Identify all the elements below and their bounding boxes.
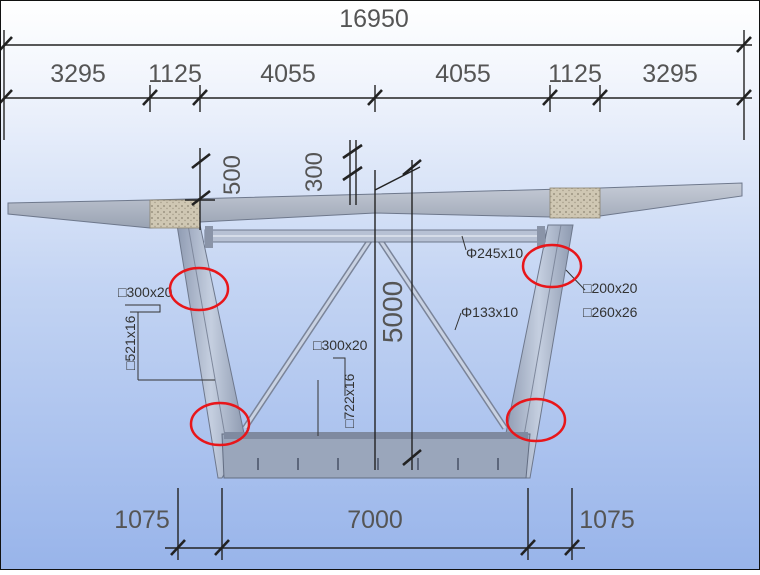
bottom-stiffeners xyxy=(257,458,499,470)
highlight-lower-right xyxy=(505,397,567,443)
label-bottom-flange: □300x20 xyxy=(313,337,368,353)
bottom-plate-top xyxy=(224,432,528,439)
tick-mark xyxy=(736,89,752,106)
top-dimension-chain xyxy=(0,85,752,112)
dim-top-4: 1125 xyxy=(548,60,602,88)
dim-top-1: 1125 xyxy=(148,60,202,88)
tick-mark xyxy=(367,89,383,106)
label-web-plate-left: □521x16 xyxy=(122,315,138,370)
dim-height: 5000 xyxy=(377,281,408,343)
tick-mark xyxy=(170,539,186,556)
bottom-flange-box xyxy=(221,433,531,479)
label-bottom-plate: □722x16 xyxy=(341,373,357,428)
highlight-upper-left xyxy=(168,266,230,312)
dim-overall-width: 16950 xyxy=(339,5,409,33)
dim-slab-thickness: 500 xyxy=(219,155,246,195)
highlight-circles xyxy=(168,243,583,447)
label-web-flange-left: □300x20 xyxy=(118,284,173,300)
dim-top-2: 4055 xyxy=(260,60,316,88)
highlight-upper-right xyxy=(521,243,583,289)
highlight-lower-left xyxy=(189,401,251,447)
dim-bottom-1: 7000 xyxy=(347,506,403,534)
left-web-edge xyxy=(187,224,232,471)
height-dimension xyxy=(402,159,422,470)
concrete-block-left xyxy=(149,199,201,229)
deck-thickness-dims xyxy=(185,140,421,470)
concrete-block-right xyxy=(549,187,601,219)
label-web-flange-right: □200x20 xyxy=(583,280,638,296)
tick-mark xyxy=(592,89,608,106)
tick-mark xyxy=(564,539,580,556)
dim-top-flange: 300 xyxy=(301,152,328,192)
dim-top-3: 4055 xyxy=(435,60,491,88)
dim-top-5: 3295 xyxy=(642,60,698,88)
dim-bottom-0: 1075 xyxy=(114,506,170,534)
tick-mark xyxy=(142,89,158,106)
label-strut-pipe: Φ245x10 xyxy=(466,245,523,261)
tick-mark xyxy=(542,89,558,106)
right-web-edge xyxy=(517,224,562,471)
dim-bottom-2: 1075 xyxy=(579,506,635,534)
label-diagonal-pipe: Φ133x10 xyxy=(461,304,518,320)
tick-mark xyxy=(214,539,230,556)
member-leaders xyxy=(125,235,586,436)
tick-mark xyxy=(736,36,752,53)
dim-top-0: 3295 xyxy=(50,60,106,88)
diagonal-bracing xyxy=(242,238,508,430)
bottom-dimension-chain xyxy=(165,488,585,560)
tick-mark xyxy=(192,89,208,106)
label-web-plate-right: □260x26 xyxy=(583,304,638,320)
tick-mark xyxy=(520,539,536,556)
